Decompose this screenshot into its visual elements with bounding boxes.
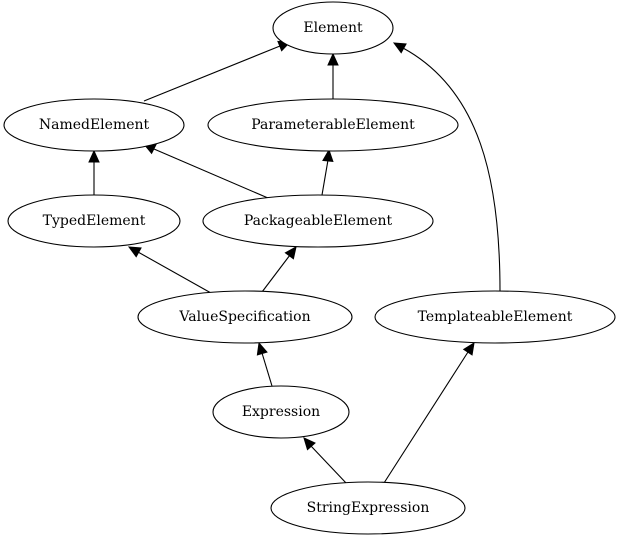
edge-value-specification-to-typed-element	[127, 246, 212, 294]
node-named-element: NamedElement	[3, 98, 185, 152]
node-label: Element	[303, 20, 363, 36]
node-ellipse	[212, 385, 350, 439]
edge-named-element-to-element	[143, 40, 292, 102]
node-ellipse	[374, 290, 616, 344]
node-packageable-element: PackageableElement	[202, 194, 434, 248]
node-ellipse	[270, 481, 466, 535]
arrowhead-icon	[303, 437, 316, 451]
node-label: PackageableElement	[244, 213, 393, 229]
node-ellipse	[202, 194, 434, 248]
edge-line	[261, 352, 273, 387]
edge-value-specification-to-packageable-element	[261, 246, 297, 293]
edge-line	[383, 351, 469, 484]
node-ellipse	[3, 98, 185, 152]
edge-packageable-element-to-named-element	[142, 143, 269, 199]
node-parameterable-element: ParameterableElement	[207, 98, 459, 152]
arrowhead-icon	[462, 341, 475, 356]
arrowhead-icon	[322, 148, 334, 163]
node-label: Expression	[242, 404, 320, 420]
edge-expression-to-value-specification	[256, 341, 273, 387]
edge-line	[402, 47, 501, 292]
node-label: ValueSpecification	[178, 309, 310, 325]
node-label: StringExpression	[307, 500, 430, 516]
edge-string-expression-to-expression	[303, 437, 348, 485]
node-label: TemplateableElement	[418, 309, 573, 325]
node-element: Element	[272, 1, 394, 55]
edge-line	[310, 445, 348, 485]
arrowhead-icon	[327, 52, 339, 66]
edge-line	[137, 251, 212, 294]
node-ellipse	[272, 1, 394, 55]
node-label: NamedElement	[39, 117, 150, 133]
arrowhead-icon	[256, 341, 268, 356]
node-ellipse	[207, 98, 459, 152]
node-label: TypedElement	[43, 213, 146, 229]
node-label: ParameterableElement	[251, 117, 415, 133]
arrowhead-icon	[88, 149, 100, 163]
edge-line	[143, 45, 281, 102]
edge-parameterable-element-to-element	[327, 52, 339, 99]
arrowhead-icon	[392, 42, 407, 54]
edge-line	[153, 148, 269, 199]
edge-line	[261, 254, 291, 293]
edge-line	[321, 159, 329, 196]
arrowhead-icon	[284, 246, 297, 260]
edge-string-expression-to-templateable-element	[383, 341, 475, 484]
node-string-expression: StringExpression	[270, 481, 466, 535]
node-typed-element: TypedElement	[7, 194, 181, 248]
node-ellipse	[7, 194, 181, 248]
arrowhead-icon	[127, 246, 142, 258]
node-ellipse	[137, 290, 353, 344]
edge-templateable-element-to-element	[392, 42, 501, 292]
edge-packageable-element-to-parameterable-element	[321, 148, 334, 196]
node-value-specification: ValueSpecification	[137, 290, 353, 344]
edge-typed-element-to-named-element	[88, 149, 100, 195]
node-templateable-element: TemplateableElement	[374, 290, 616, 344]
node-expression: Expression	[212, 385, 350, 439]
